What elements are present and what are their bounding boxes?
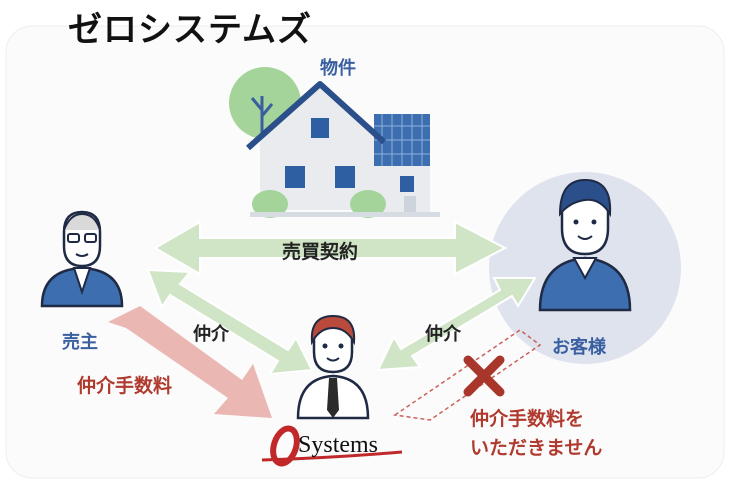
no-fee-label-line1: 仲介手数料を: [470, 408, 585, 430]
broker-right-label: 仲介: [425, 324, 461, 345]
page-title: ゼロシステムズ: [68, 10, 312, 50]
seller-person-icon: [40, 210, 124, 308]
systems-logo-icon: [261, 425, 403, 467]
broker-left-label: 仲介: [193, 324, 229, 345]
cross-mark-icon: [463, 355, 505, 397]
fee-label: 仲介手数料: [77, 375, 173, 397]
no-fee-label-line2: いただきません: [470, 437, 603, 459]
customer-person-icon: [538, 178, 632, 312]
house-icon: [229, 67, 440, 218]
blocked-dashed-path: [392, 329, 542, 421]
property-label: 物件: [320, 58, 356, 79]
agent-person-icon: [296, 314, 370, 420]
logo-text: Systems: [298, 432, 379, 458]
customer-label: お客様: [552, 337, 606, 358]
contract-label: 売買契約: [282, 241, 359, 263]
broker-arrow-left: [146, 268, 314, 376]
seller-label: 売主: [62, 332, 98, 353]
broker-arrow-right: [376, 277, 537, 372]
fee-arrow: [108, 306, 272, 418]
contract-arrow: [153, 220, 508, 276]
